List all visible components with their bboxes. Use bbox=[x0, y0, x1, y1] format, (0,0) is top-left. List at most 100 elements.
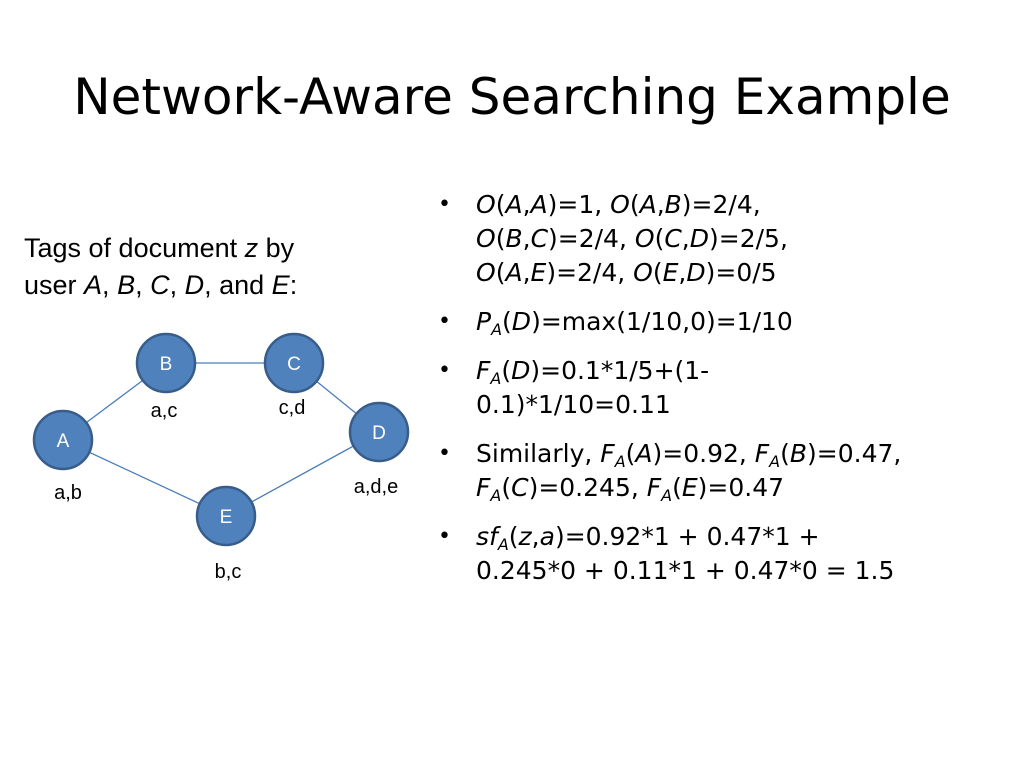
bullet-text: ( bbox=[501, 356, 512, 385]
bullet-text: A bbox=[505, 190, 523, 219]
bullet-text: F bbox=[600, 439, 615, 468]
bullet-text: )=2/4, bbox=[546, 258, 634, 287]
bullet-text: 0.1)*1/10=0.11 bbox=[476, 390, 671, 419]
node-b: Ba,c bbox=[135, 332, 197, 422]
bullet-dot-icon: • bbox=[438, 309, 451, 334]
bullet-text: 0.245*0 + 0.11*1 + 0.47*0 = 1.5 bbox=[476, 556, 895, 585]
bullet-text: O bbox=[610, 190, 630, 219]
bullet-text: A bbox=[614, 452, 626, 471]
caption-text: , bbox=[169, 270, 185, 300]
bullet-text: F bbox=[754, 439, 770, 468]
bullet-item: • Similarly, FA(A)=0.92, FA(B)=0.47,FA(C)… bbox=[438, 437, 978, 505]
bullet-line: FA(D)=0.1*1/5+(1- bbox=[476, 354, 978, 388]
bullet-text: )=0/5 bbox=[705, 258, 777, 287]
calculation-bullet-list: •O(A,A)=1, O(A,B)=2/4,O(B,C)=2/4, O(C,D)… bbox=[438, 188, 978, 603]
bullet-text: B bbox=[789, 439, 808, 468]
node-circle bbox=[32, 409, 94, 471]
bullet-text: ( bbox=[672, 473, 682, 502]
bullet-text: )=0.92, bbox=[652, 439, 755, 468]
caption-line: Tags of document z by bbox=[24, 230, 384, 267]
bullet-text: O bbox=[476, 224, 496, 253]
node-tags-label: a,b bbox=[54, 482, 82, 504]
bullet-item: • PA(D)=max(1/10,0)=1/10 bbox=[438, 305, 978, 339]
node-label: A bbox=[57, 431, 70, 452]
bullet-text: D bbox=[686, 258, 706, 287]
bullet-text: E bbox=[530, 258, 547, 287]
bullet-text: )=0.1*1/5+(1- bbox=[530, 356, 710, 385]
bullet-text: ( bbox=[501, 473, 512, 502]
bullet-text: ( bbox=[508, 522, 519, 551]
bullet-text: ( bbox=[502, 307, 512, 336]
caption-text: by bbox=[258, 233, 295, 263]
bullet-text: P bbox=[476, 307, 492, 336]
caption-text: z bbox=[244, 233, 259, 263]
caption-text: Tags of document bbox=[24, 233, 245, 263]
bullet-text: , bbox=[681, 224, 690, 253]
node-tags-label: c,d bbox=[279, 397, 306, 419]
bullet-text: D bbox=[511, 356, 531, 385]
bullet-dot-icon: • bbox=[438, 524, 451, 549]
bullet-line: 0.245*0 + 0.11*1 + 0.47*0 = 1.5 bbox=[476, 554, 978, 588]
node-a: Aa,b bbox=[32, 409, 94, 504]
bullet-text: )=0.47 bbox=[697, 473, 785, 502]
bullet-text: )=2/4, bbox=[548, 224, 635, 253]
bullet-text: )=0.92*1 + 0.47*1 + bbox=[554, 522, 820, 551]
bullet-text: )=2/5, bbox=[709, 224, 788, 253]
bullet-text: O bbox=[476, 190, 496, 219]
bullet-text: sf bbox=[476, 522, 498, 551]
bullet-text: )=max(1/10,0)=1/10 bbox=[531, 307, 793, 336]
bullet-text: A bbox=[635, 439, 653, 468]
bullet-line: O(A,A)=1, O(A,B)=2/4, bbox=[476, 188, 978, 222]
bullet-text: O bbox=[633, 258, 653, 287]
bullet-text: ( bbox=[629, 190, 640, 219]
bullet-text: ( bbox=[652, 258, 663, 287]
bullet-text: A bbox=[490, 369, 502, 388]
bullet-text: ( bbox=[654, 224, 665, 253]
bullet-text: )=1, bbox=[547, 190, 611, 219]
bullet-text: , bbox=[522, 258, 531, 287]
node-circle bbox=[135, 332, 197, 394]
bullet-dot-icon: • bbox=[438, 192, 451, 217]
bullet-text: E bbox=[662, 258, 679, 287]
bullet-dot-icon: • bbox=[438, 358, 451, 383]
bullet-dot-icon: • bbox=[438, 441, 451, 466]
bullet-text: E bbox=[681, 473, 698, 502]
bullet-text: B bbox=[505, 224, 523, 253]
bullet-text: , bbox=[522, 224, 531, 253]
bullet-text: Similarly, bbox=[476, 439, 601, 468]
node-label: E bbox=[220, 507, 233, 528]
bullet-text: D bbox=[511, 307, 532, 336]
node-label: D bbox=[372, 423, 386, 444]
bullet-text: z bbox=[518, 522, 532, 551]
caption-text: user bbox=[24, 270, 85, 300]
bullet-item: •O(A,A)=1, O(A,B)=2/4,O(B,C)=2/4, O(C,D)… bbox=[438, 188, 978, 290]
node-e: Eb,c bbox=[195, 485, 257, 583]
bullet-text: D bbox=[689, 224, 710, 253]
bullet-line: PA(D)=max(1/10,0)=1/10 bbox=[476, 305, 978, 339]
node-label: B bbox=[160, 354, 173, 375]
bullet-text: A bbox=[639, 190, 657, 219]
bullet-line: FA(C)=0.245, FA(E)=0.47 bbox=[476, 471, 978, 505]
bullet-text: a bbox=[539, 522, 555, 551]
caption-text: : bbox=[289, 270, 298, 300]
bullet-text: ( bbox=[495, 258, 506, 287]
bullet-text: C bbox=[530, 224, 549, 253]
bullet-text: A bbox=[491, 320, 503, 339]
bullet-text: ( bbox=[495, 224, 506, 253]
bullet-text: O bbox=[634, 224, 655, 253]
caption-text: , bbox=[135, 270, 151, 300]
bullet-line: O(B,C)=2/4, O(C,D)=2/5, bbox=[476, 222, 978, 256]
bullet-text: A bbox=[530, 190, 548, 219]
bullet-text: )=2/4, bbox=[681, 190, 761, 219]
bullet-text: O bbox=[476, 258, 496, 287]
bullet-text: ( bbox=[495, 190, 506, 219]
caption-text: B bbox=[117, 270, 136, 300]
bullet-text: F bbox=[646, 473, 662, 502]
bullet-text: A bbox=[505, 258, 523, 287]
bullet-line: Similarly, FA(A)=0.92, FA(B)=0.47, bbox=[476, 437, 978, 471]
caption-text: C bbox=[150, 270, 170, 300]
bullet-line: 0.1)*1/10=0.11 bbox=[476, 388, 978, 422]
node-circle bbox=[195, 485, 257, 547]
bullet-item: •sfA(z,a)=0.92*1 + 0.47*1 +0.245*0 + 0.1… bbox=[438, 520, 978, 588]
node-tags-label: a,c bbox=[151, 400, 178, 422]
